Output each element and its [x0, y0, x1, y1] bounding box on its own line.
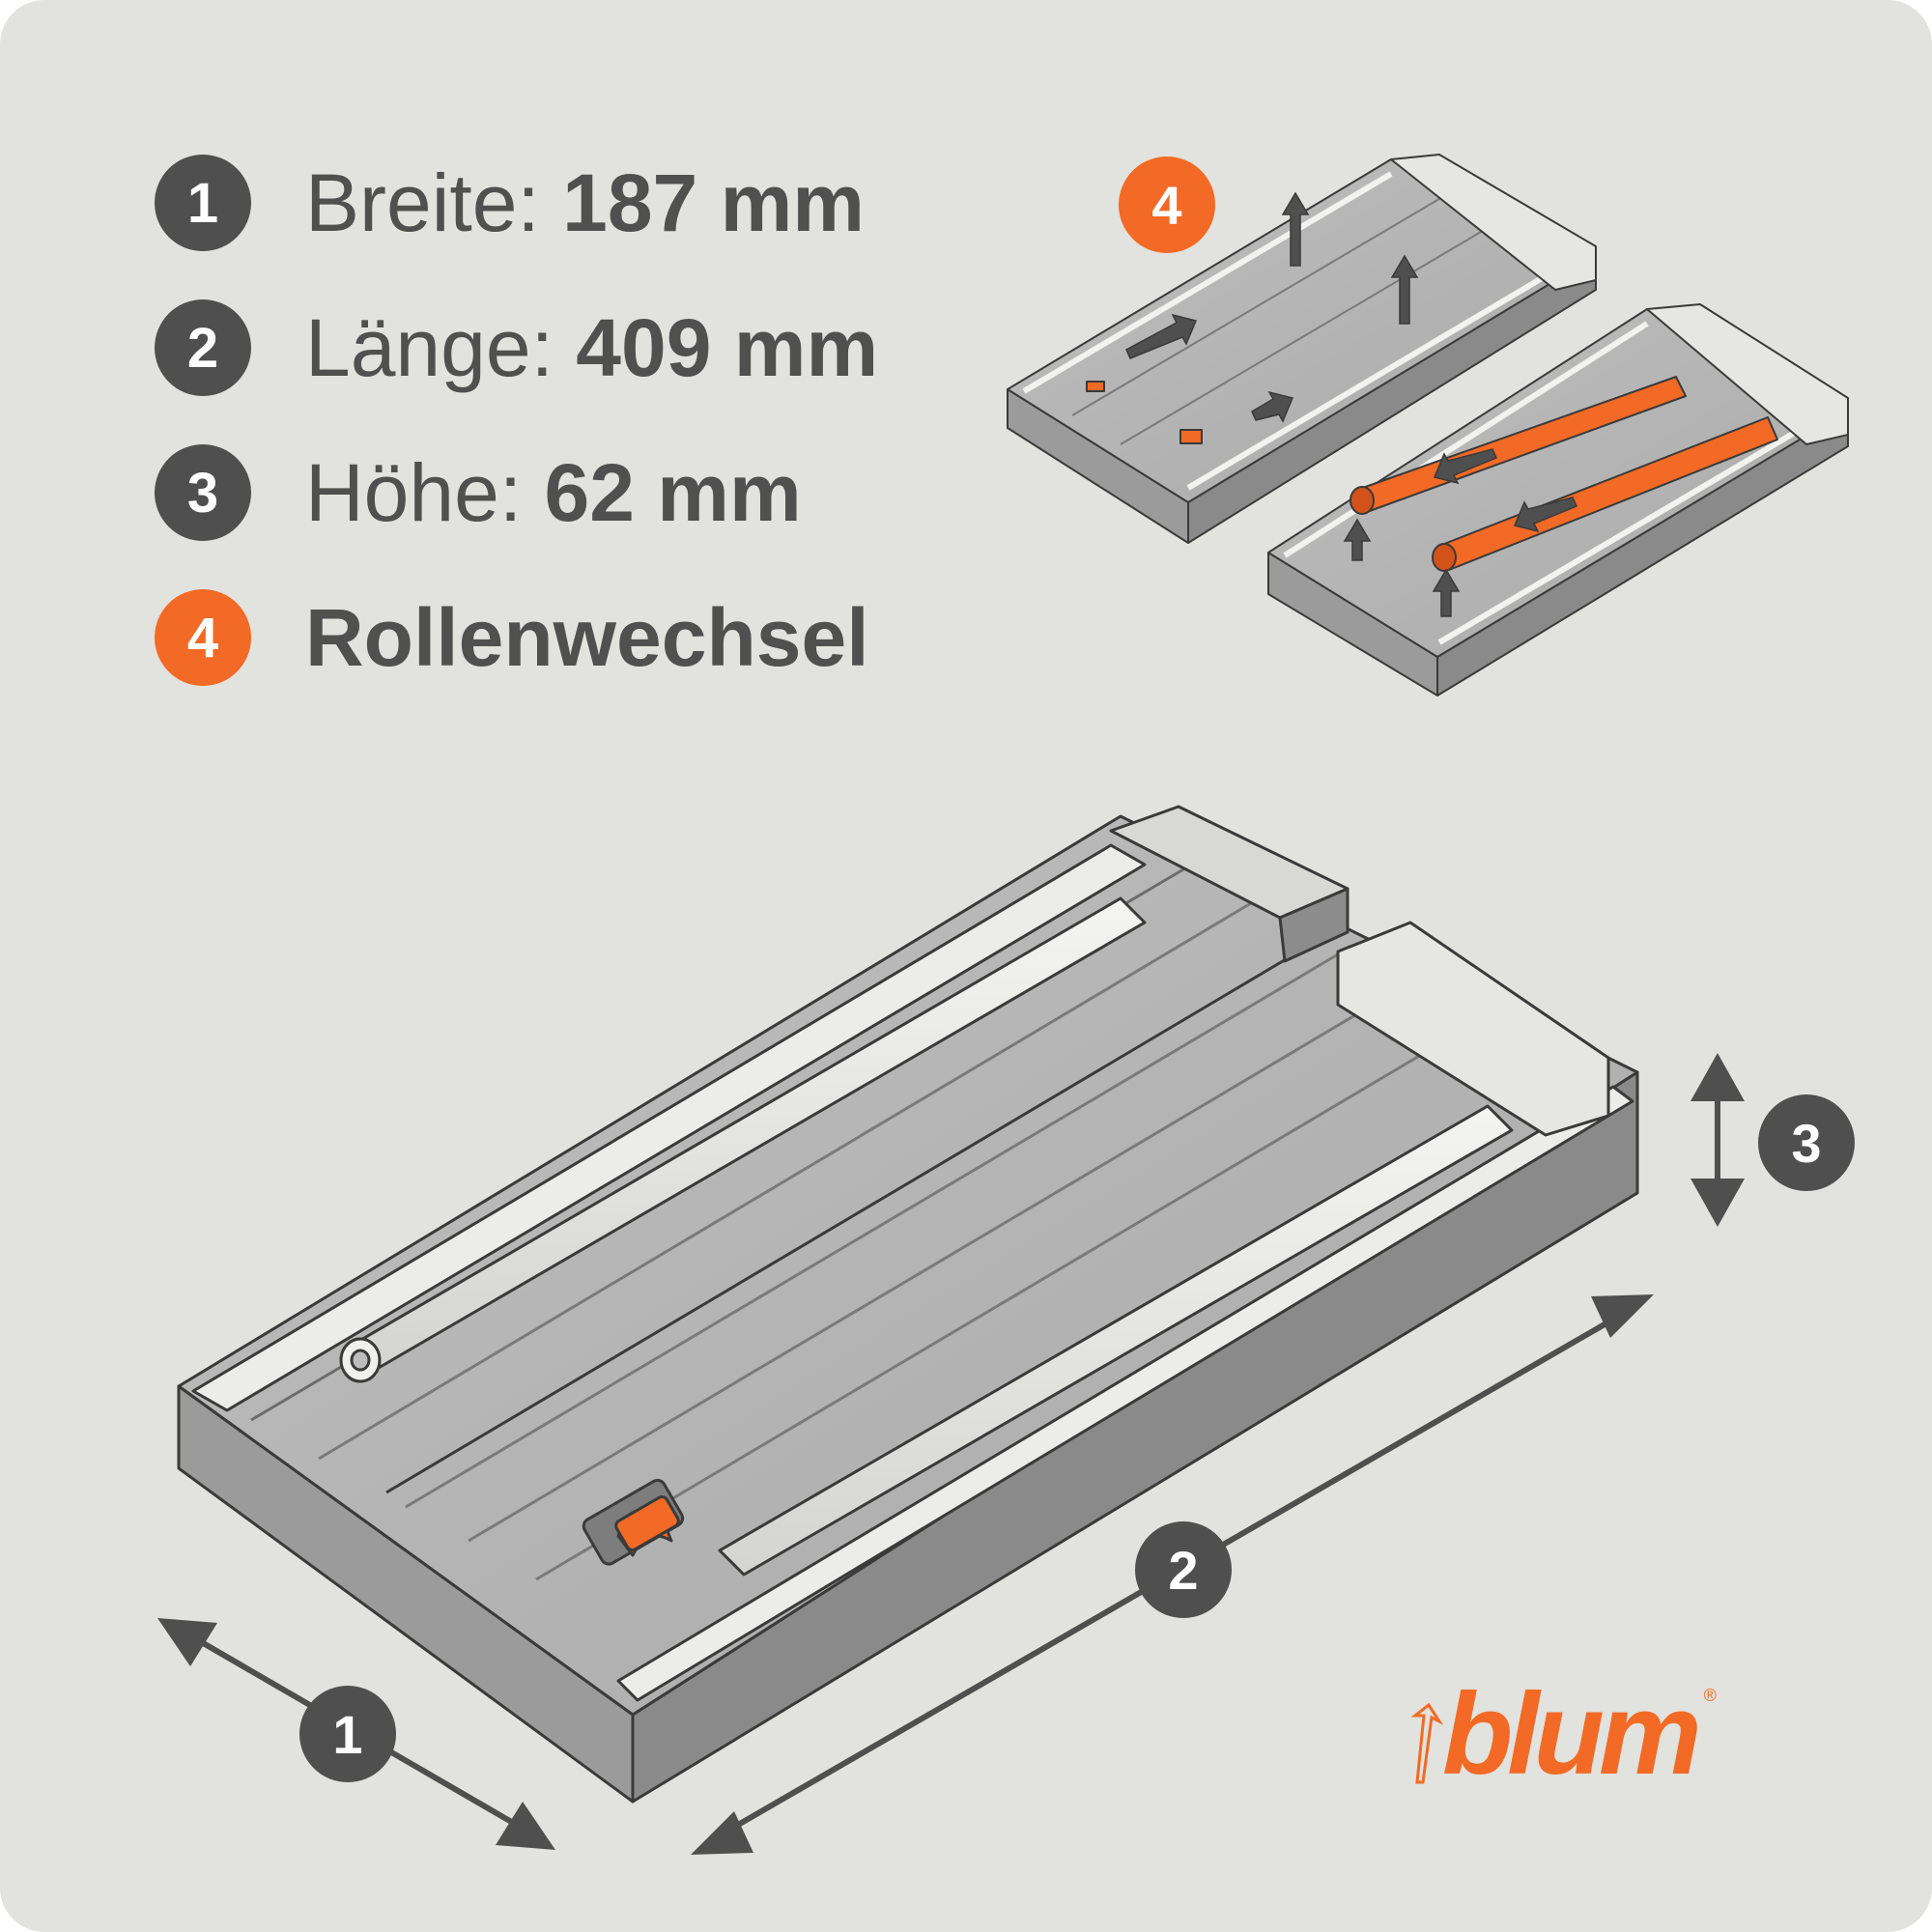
- roll-change-badge-label: 4: [1151, 175, 1181, 236]
- small-dispenser-open: [1007, 154, 1597, 544]
- spec-length-value: 409 mm: [576, 302, 879, 393]
- tray-line-2: [318, 901, 1252, 1461]
- spec-height: 3 Höhe: 62 mm: [155, 444, 802, 541]
- spec-roll-change-text: Rollenwechsel: [305, 592, 869, 683]
- tray-line-6: [535, 1022, 1474, 1581]
- blum-logo-text: blum: [1442, 1669, 1702, 1799]
- double-arrow-icon: [691, 1811, 753, 1855]
- small-b-rail-front: [1437, 403, 1842, 645]
- tray-line-5: [468, 983, 1406, 1543]
- small-a-rail-back: [1022, 171, 1393, 394]
- blum-logo-icon: [1410, 1702, 1444, 1784]
- blum-logo: blum ®: [1406, 1676, 1717, 1792]
- roll-change-badge-circle: [1119, 156, 1215, 253]
- spec-length-label: Länge:: [305, 302, 577, 393]
- arrow-up-icon: [1343, 518, 1372, 561]
- small-dispenser-rolls: [1267, 303, 1849, 696]
- spec-width: 1 Breite: 187 mm: [155, 155, 865, 251]
- double-arrow-icon: [157, 1618, 217, 1666]
- spec-roll-change: 4 Rollenwechsel: [155, 589, 869, 686]
- spec-width-value: 187 mm: [562, 157, 865, 248]
- end-cap-dark: [1278, 887, 1350, 963]
- dimension-height: [1690, 1053, 1745, 1227]
- spec-length-text: Länge: 409 mm: [305, 307, 878, 388]
- dimension-badge-3: 3: [1758, 1094, 1855, 1191]
- arrow-up-icon: [1390, 254, 1419, 325]
- small-b-arrows: [1343, 448, 1577, 617]
- double-arrow-icon: [1690, 1053, 1745, 1101]
- dimension-badge-1-circle: [299, 1686, 396, 1782]
- arrow-right-icon: [1251, 390, 1294, 423]
- dimension-badge-2-circle: [1135, 1521, 1232, 1618]
- spec-height-value: 62 mm: [544, 447, 802, 538]
- small-a-line: [1120, 221, 1498, 445]
- front-roll: [718, 1104, 1514, 1577]
- small-a-cutter: [1179, 429, 1203, 444]
- blum-logo-arrow: [1410, 1702, 1444, 1784]
- roll-change-badge: 4: [1119, 156, 1215, 253]
- small-a-cutter-left: [1086, 381, 1105, 392]
- tray-line-3: [385, 935, 1324, 1494]
- small-a-endcap: [1390, 154, 1597, 291]
- orange-roll-back-end: [1350, 486, 1375, 515]
- double-arrow-icon: [1591, 1294, 1654, 1338]
- small-a-rail-front: [1186, 250, 1586, 491]
- small-a-line: [1071, 192, 1450, 416]
- dispenser-front-rail: [616, 1085, 1634, 1702]
- spec-height-text: Höhe: 62 mm: [305, 452, 802, 533]
- spec-height-label: Höhe:: [305, 447, 545, 538]
- back-roll-hole: [350, 1349, 371, 1372]
- double-arrow-icon: [1690, 1179, 1745, 1227]
- double-arrow-icon: [496, 1802, 555, 1850]
- dimension-badge-2: 2: [1135, 1521, 1232, 1618]
- dimension-badge-2-label: 2: [1168, 1540, 1198, 1601]
- spec-width-label: Breite:: [305, 157, 563, 248]
- registered-mark: ®: [1703, 1686, 1717, 1705]
- dimension-badge-3-circle: [1758, 1094, 1855, 1191]
- tray-line-4: [405, 950, 1344, 1509]
- arrow-left-icon: [1433, 448, 1497, 485]
- cutter-slider-handle[interactable]: [614, 1494, 681, 1552]
- dimension-badge-3-label: 3: [1791, 1113, 1821, 1174]
- dispenser-top: [177, 814, 1639, 1717]
- small-a-arrows: [1125, 191, 1419, 423]
- spec-width-text: Breite: 187 mm: [305, 162, 865, 243]
- dimension-badge-1-label: 1: [332, 1704, 362, 1765]
- arrow-up-icon: [1281, 191, 1310, 267]
- badge-3: 3: [155, 444, 251, 541]
- badge-2: 2: [155, 299, 251, 396]
- orange-roll-front-end: [1432, 543, 1457, 572]
- small-b-rail-back: [1283, 321, 1649, 558]
- main-dispenser: [177, 805, 1639, 1804]
- dimension-badge-1: 1: [299, 1686, 396, 1782]
- arrow-right-icon: [1125, 313, 1198, 359]
- arrow-left-icon: [1513, 497, 1577, 533]
- spec-length: 2 Länge: 409 mm: [155, 299, 878, 396]
- arrow-up-icon: [1432, 568, 1461, 617]
- badge-4: 4: [155, 589, 251, 686]
- end-cap-box: [1336, 921, 1610, 1137]
- dispenser-back-rail: [191, 843, 1147, 1412]
- badge-1: 1: [155, 155, 251, 251]
- small-b-endcap: [1646, 303, 1849, 445]
